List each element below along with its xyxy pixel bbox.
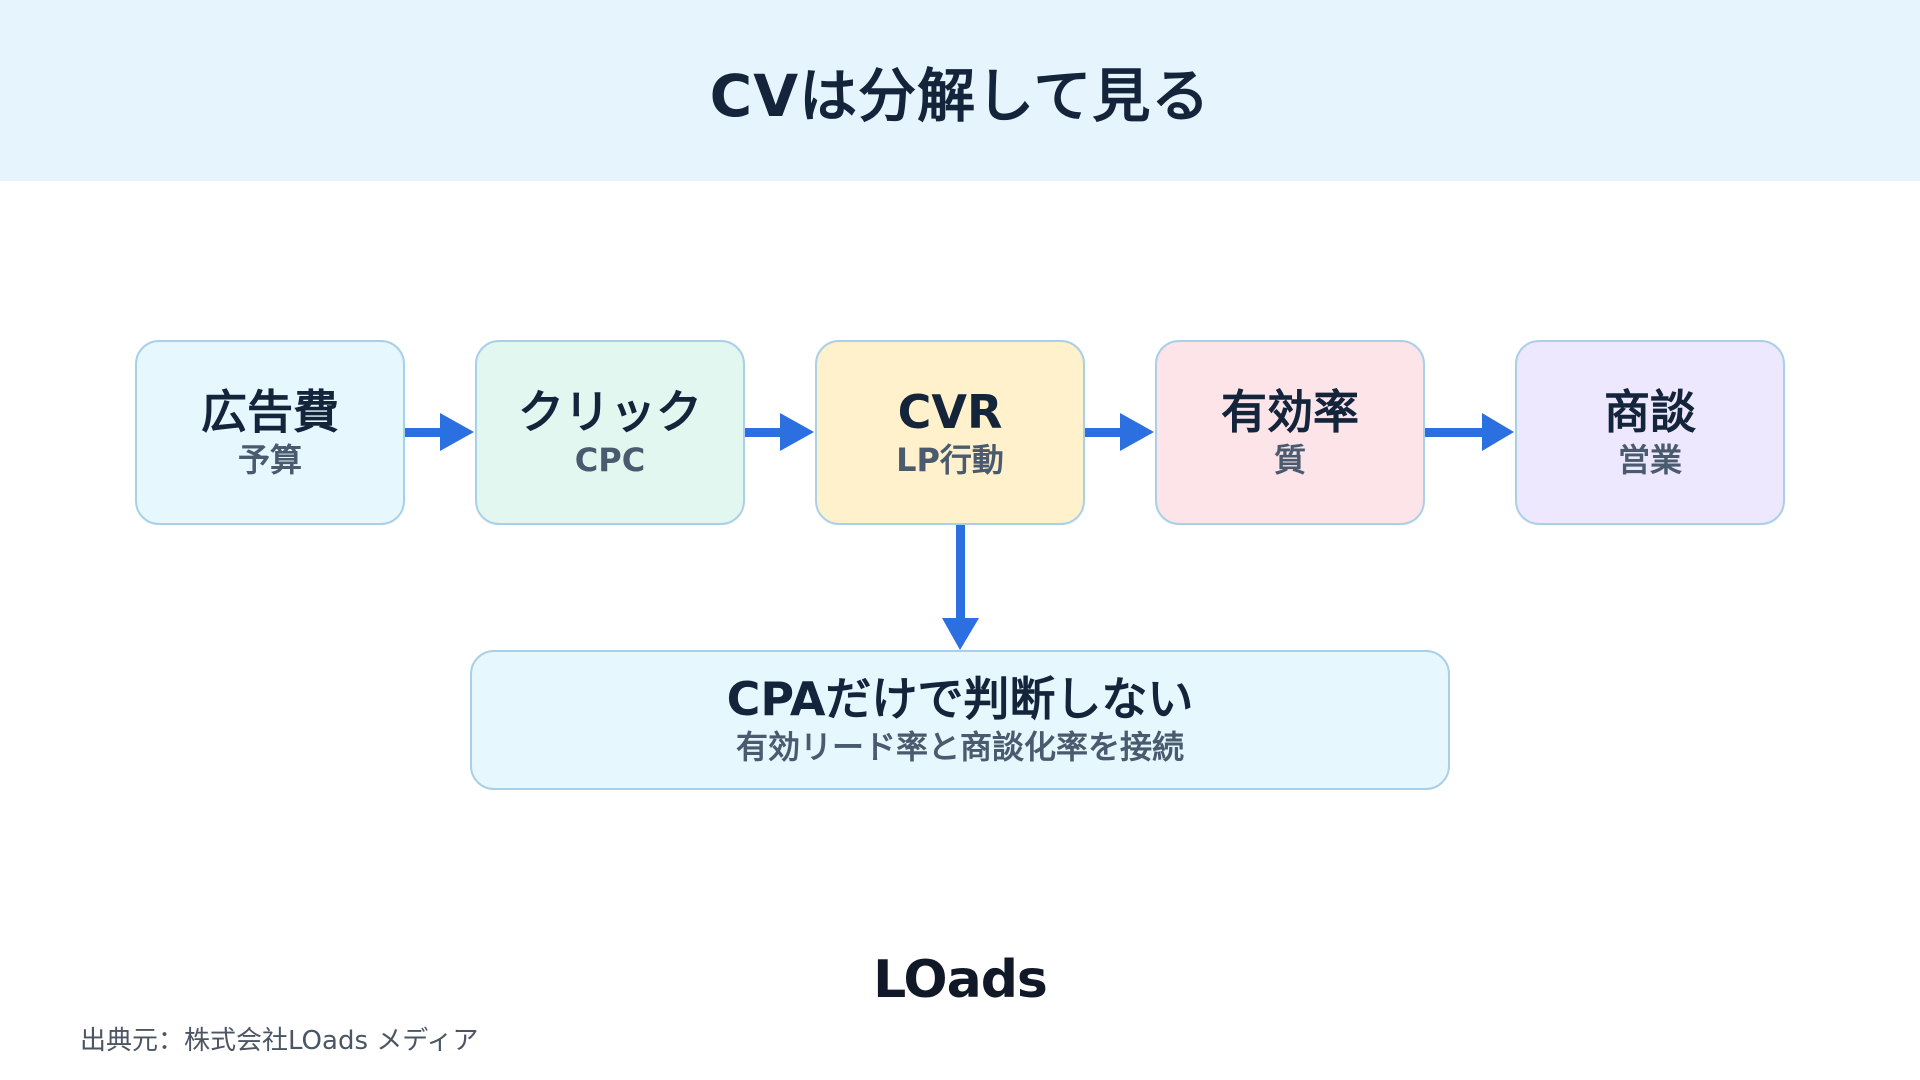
flow-box-sub: LP行動 bbox=[896, 440, 1004, 479]
arrow-head-3 bbox=[1120, 413, 1154, 451]
loads-logo: LOads bbox=[873, 950, 1048, 1010]
cpa-note-box: CPAだけで判断しない 有効リード率と商談化率を接続 bbox=[470, 650, 1450, 790]
arrow-shaft-1 bbox=[404, 428, 442, 437]
flow-box-main: 商談 bbox=[1604, 384, 1696, 439]
flow-box-sub: 営業 bbox=[1617, 440, 1682, 479]
arrow-head-2 bbox=[780, 413, 814, 451]
arrow-head-down bbox=[942, 618, 979, 650]
flow-box-valid-rate: 有効率 質 bbox=[1155, 340, 1425, 525]
flow-box-sub: CPC bbox=[574, 440, 646, 479]
flow-box-sub: 予算 bbox=[237, 440, 302, 479]
cpa-note-main: CPAだけで判断しない bbox=[726, 672, 1194, 727]
arrow-head-4 bbox=[1482, 413, 1514, 451]
page-title: CVは分解して見る bbox=[709, 61, 1211, 130]
flow-box-negotiation: 商談 営業 bbox=[1515, 340, 1785, 525]
flow-box-main: 有効率 bbox=[1221, 384, 1359, 439]
flow-box-cvr: CVR LP行動 bbox=[815, 340, 1085, 525]
arrow-head-1 bbox=[440, 413, 474, 451]
arrow-shaft-4 bbox=[1424, 428, 1484, 437]
source-credit: 出典元：株式会社LOads メディア bbox=[80, 1026, 479, 1056]
flow-box-main: 広告費 bbox=[201, 384, 339, 439]
flow-box-sub: 質 bbox=[1273, 440, 1306, 479]
flow-box-main: CVR bbox=[897, 384, 1003, 439]
arrow-shaft-down bbox=[956, 524, 965, 620]
flow-box-ad-cost: 広告費 予算 bbox=[135, 340, 405, 525]
flow-box-main: クリック bbox=[518, 384, 702, 439]
cpa-note-sub: 有効リード率と商談化率を接続 bbox=[735, 728, 1184, 767]
arrow-shaft-3 bbox=[1084, 428, 1122, 437]
header-banner: CVは分解して見る bbox=[0, 0, 1920, 181]
arrow-shaft-2 bbox=[744, 428, 782, 437]
flow-box-click: クリック CPC bbox=[475, 340, 745, 525]
